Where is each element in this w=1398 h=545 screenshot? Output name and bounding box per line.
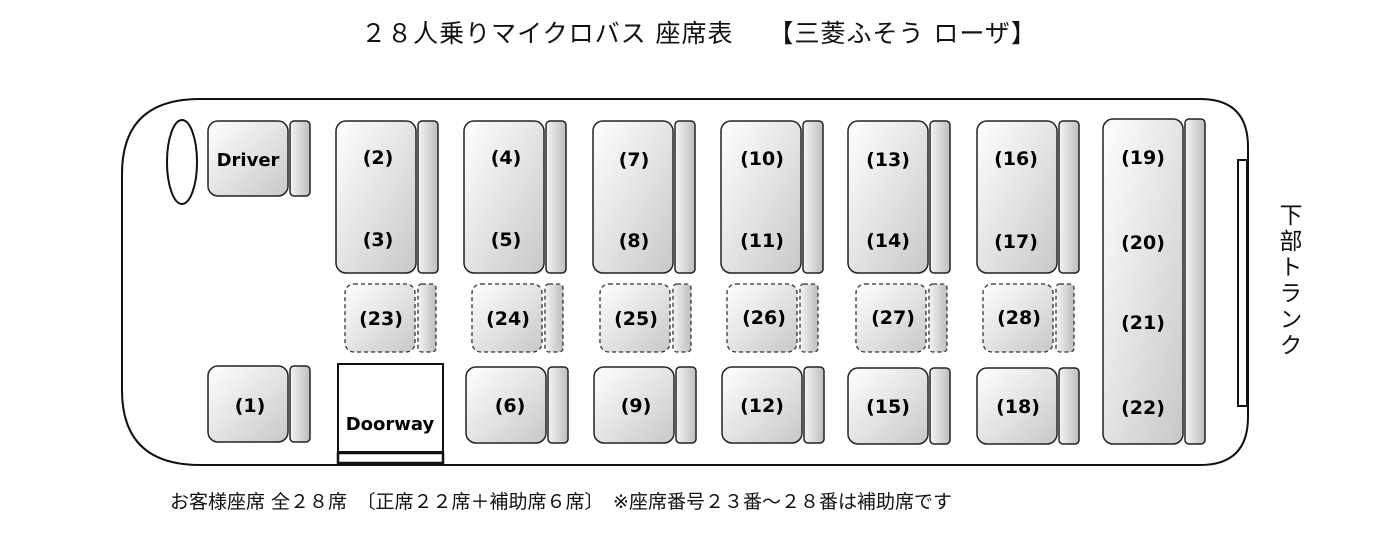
double-seat-4-5: (4) (5) (463, 120, 567, 274)
double-seat-13-14: (13) (14) (847, 120, 951, 274)
aux-seat-28: (28) (982, 283, 1075, 353)
seat-10: (10) (740, 148, 784, 170)
seat-27: (27) (871, 307, 915, 329)
doorway: Doorway (336, 363, 445, 465)
seat-18: (18) (996, 396, 1040, 418)
driver-label: Driver (217, 150, 280, 171)
seat-7: (7) (619, 149, 650, 171)
seat-25: (25) (614, 308, 658, 330)
seat-12: (12) (740, 395, 784, 417)
seat-16: (16) (994, 148, 1038, 170)
seat-17: (17) (994, 231, 1038, 253)
seat-14: (14) (866, 230, 910, 252)
aux-seat-25: (25) (599, 283, 692, 353)
single-seat-6: (6) (465, 366, 569, 444)
seat-2: (2) (363, 147, 394, 169)
seat-3: (3) (363, 229, 394, 251)
seat-23: (23) (359, 308, 403, 330)
seat-11: (11) (740, 230, 784, 252)
seat-24: (24) (486, 308, 530, 330)
single-seat-9: (9) (593, 366, 697, 444)
aux-seat-24: (24) (471, 283, 564, 353)
seat-4: (4) (491, 147, 522, 169)
steering-wheel (166, 119, 198, 205)
footer-note: お客様座席 全２８席 〔正席２２席＋補助席６席〕 ※座席番号２３番〜２８番は補助… (170, 491, 952, 513)
seat-26: (26) (742, 307, 786, 329)
diagram-title: ２８人乗りマイクロバス 座席表 【三菱ふそう ローザ】 (361, 19, 1037, 48)
double-seat-10-11: (10) (11) (720, 120, 824, 274)
single-seat-1: (1) (207, 365, 311, 443)
seat-19: (19) (1121, 147, 1165, 169)
seat-22: (22) (1121, 397, 1165, 419)
aux-seat-27: (27) (855, 283, 948, 353)
seat-21: (21) (1121, 312, 1165, 334)
driver-seat: Driver (207, 120, 311, 197)
trunk-label: 下部トランク (1275, 203, 1301, 359)
seat-8: (8) (619, 230, 650, 252)
seat-15: (15) (866, 396, 910, 418)
doorway-label: Doorway (346, 414, 435, 435)
seat-1: (1) (235, 395, 266, 417)
double-seat-7-8: (7) (8) (592, 120, 696, 274)
seat-13: (13) (866, 149, 910, 171)
seat-6: (6) (495, 395, 526, 417)
seat-9: (9) (621, 395, 652, 417)
seat-5: (5) (491, 229, 522, 251)
single-seat-18: (18) (976, 367, 1080, 445)
aux-seat-23: (23) (344, 283, 437, 353)
double-seat-16-17: (16) (17) (976, 120, 1080, 274)
double-seat-2-3: (2) (3) (335, 120, 439, 274)
seat-20: (20) (1121, 232, 1165, 254)
aux-seat-26: (26) (726, 283, 819, 353)
rear-trunk-door (1237, 159, 1248, 407)
single-seat-15: (15) (847, 367, 951, 445)
single-seat-12: (12) (721, 366, 825, 444)
seat-28: (28) (997, 307, 1041, 329)
rear-bench-19-22: (19) (20) (21) (22) (1102, 118, 1206, 445)
